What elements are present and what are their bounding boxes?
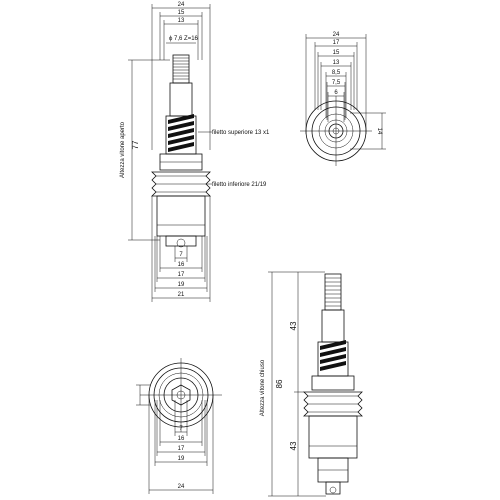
dim-label: 16 [178, 262, 185, 268]
top-dimension-lines [305, 34, 367, 134]
height-lower-value: 43 [289, 441, 298, 450]
side-view-closed: 86 43 43 Altezza vitone chiuso [260, 271, 363, 497]
height-closed-value: 86 [275, 379, 284, 388]
dim-label: 24 [178, 484, 185, 490]
dim-label: 8,5 [332, 70, 341, 76]
dim-label: 16 [178, 436, 185, 442]
height-open-label: Altezza vitone aperto [120, 121, 126, 178]
lower-thread [303, 391, 363, 417]
dim-label: 17 [178, 272, 185, 278]
height-closed-label: Altezza vitone chiuso [260, 359, 266, 416]
dim-label: 13 [178, 18, 185, 24]
bottom-dimension-lines [148, 395, 214, 494]
dim-label: 15 [333, 50, 340, 56]
dim-label: 19 [178, 456, 185, 462]
bottom-view: 7 16 17 19 24 [136, 358, 222, 494]
note-upper-thread: filetto superiore 13 x1 [212, 130, 270, 136]
dim-label: 17 [333, 40, 340, 46]
dim-label: 6 [334, 90, 338, 96]
side-dimension-label: 14 [376, 128, 382, 135]
bottom-dimension-lines [151, 196, 211, 302]
dim-label: 24 [178, 2, 185, 8]
height-upper-value: 43 [289, 321, 298, 330]
thread-spec: ϕ 7,6 Z=16 [169, 36, 199, 42]
dim-label: 7 [179, 426, 183, 432]
side-view-open: 24 15 13 ϕ 7,6 Z=16 [120, 2, 270, 302]
top-dimension-lines [151, 4, 211, 150]
dim-label: 19 [178, 282, 185, 288]
note-lower-thread: filetto inferiore 21/19 [212, 182, 267, 188]
dim-label: 17 [178, 446, 185, 452]
dim-label: 13 [333, 60, 340, 66]
dim-label: 21 [178, 292, 185, 298]
dim-label: 15 [178, 10, 185, 16]
top-view: 24 17 15 13 8,5 7,5 6 14 [300, 32, 386, 166]
worm-thread [165, 114, 197, 155]
dim-label: 7,5 [332, 80, 341, 86]
height-open-value: 77 [131, 140, 140, 149]
dim-label: 7 [179, 252, 183, 258]
dim-label: 24 [333, 32, 340, 38]
